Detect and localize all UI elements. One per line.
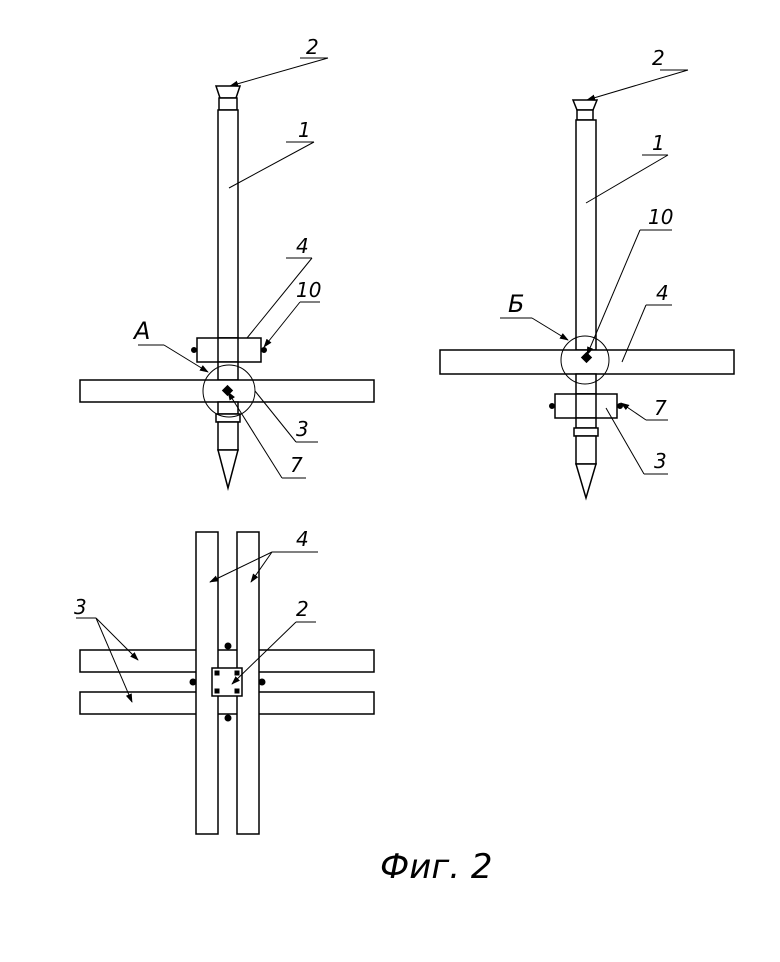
pointed-tip xyxy=(576,464,596,498)
plan-view: 4 3 2 xyxy=(74,527,374,834)
leader xyxy=(264,302,300,347)
fastener-dot xyxy=(618,404,623,409)
label-fastener: 10 xyxy=(648,205,673,229)
rod-lower xyxy=(576,418,596,428)
cap-part xyxy=(216,86,240,98)
label-lower-bar: 3 xyxy=(654,449,667,473)
rod xyxy=(576,120,596,350)
fastener-dot xyxy=(259,679,265,685)
plate-bolt xyxy=(215,671,219,675)
view-a: 2 1 4 10 А 3 7 xyxy=(80,35,374,488)
label-vertical-bars: 4 xyxy=(296,527,309,551)
leader xyxy=(606,408,644,474)
rod-tip-shaft xyxy=(218,422,238,450)
plate-bolt xyxy=(215,689,219,693)
pointed-tip xyxy=(218,450,238,488)
cap-base xyxy=(577,110,593,120)
rod-segment xyxy=(218,338,238,362)
leader xyxy=(586,155,668,203)
label-cap: 2 xyxy=(652,46,665,70)
leader xyxy=(230,58,328,86)
fastener-dot xyxy=(225,715,231,721)
rod-tip-shaft xyxy=(576,436,596,464)
leader xyxy=(587,70,688,100)
label-cap: 2 xyxy=(296,597,309,621)
label-fastener: 10 xyxy=(296,278,321,302)
fastener-dot xyxy=(225,643,231,649)
rod xyxy=(218,110,238,338)
label-rod: 1 xyxy=(652,131,665,155)
plate-bolt xyxy=(235,689,239,693)
coupling xyxy=(574,428,598,436)
label-crossbar: 3 xyxy=(296,417,309,441)
figure-caption: Фиг. 2 xyxy=(380,847,492,887)
label-horizontal-bars: 3 xyxy=(74,595,87,619)
fastener-dot xyxy=(192,348,197,353)
leader xyxy=(532,318,568,340)
rod-segment xyxy=(576,394,596,418)
plate-bolt xyxy=(235,671,239,675)
fastener-dot xyxy=(190,679,196,685)
view-b: 2 1 10 4 Б 7 3 xyxy=(440,46,734,498)
cap-part xyxy=(573,100,597,110)
leader xyxy=(229,142,314,188)
label-rod: 1 xyxy=(298,118,311,142)
cap-base xyxy=(219,98,237,110)
label-crossbar: 4 xyxy=(656,281,669,305)
section-mark-a: А xyxy=(132,317,150,345)
leader xyxy=(621,403,646,420)
label-cap: 2 xyxy=(306,35,319,59)
fastener-dot xyxy=(262,348,267,353)
label-bolt: 7 xyxy=(290,453,303,477)
label-upper-bar: 4 xyxy=(296,234,309,258)
label-bolt: 7 xyxy=(654,396,667,420)
fastener-dot xyxy=(550,404,555,409)
section-mark-b: Б xyxy=(508,290,524,318)
